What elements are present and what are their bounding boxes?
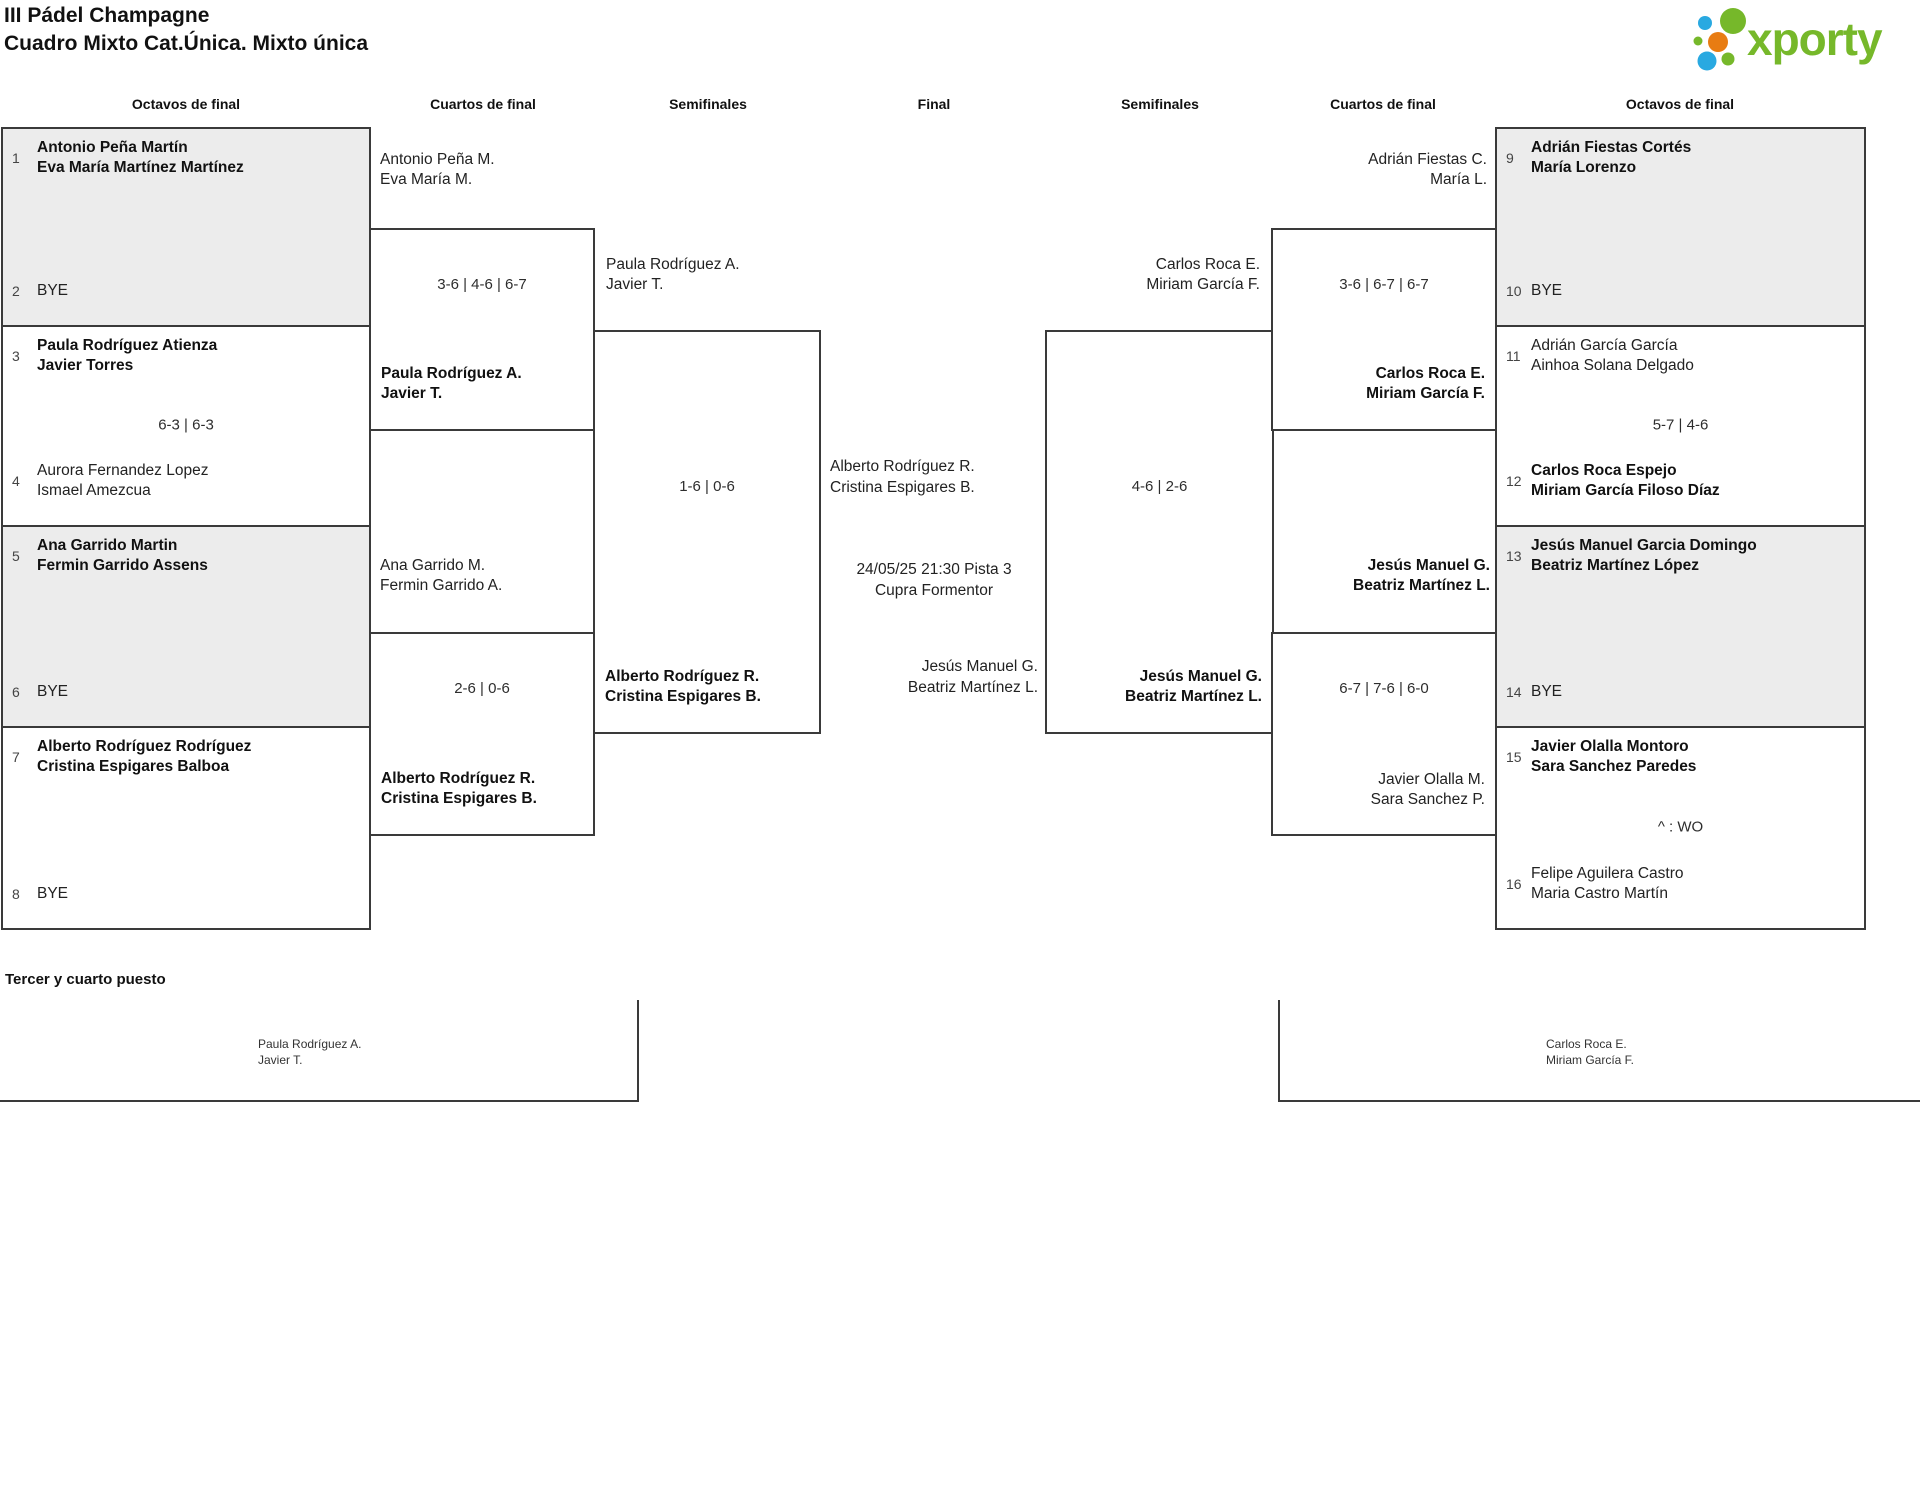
seed-number: 3: [12, 348, 20, 364]
third-place-bracket-line: [0, 1100, 639, 1102]
third-place-entrant-right: Carlos Roca E.Miriam García F.: [1546, 1037, 1635, 1067]
third-place-bracket-line: [1278, 1100, 1920, 1102]
match-box-semifinal-right: 4-6 | 2-6 Jesús Manuel G.Beatriz Martíne…: [1045, 330, 1274, 734]
match-score: 6-7 | 7-6 | 6-0: [1339, 680, 1429, 697]
xporty-logo[interactable]: xporty: [1690, 4, 1914, 71]
third-place-heading: Tercer y cuarto puesto: [5, 971, 166, 988]
match-box-cuartos-left-bottom: 2-6 | 0-6 Alberto Rodríguez R.Cristina E…: [369, 632, 595, 836]
final-team-1: Alberto Rodríguez R.Cristina Espigares B…: [830, 458, 975, 496]
round-header-final: Final: [917, 96, 951, 112]
round-header-octavos-left: Octavos de final: [131, 96, 241, 112]
match-score: 2-6 | 0-6: [454, 680, 510, 697]
quarterfinal-entrant: Jesús Manuel G.Beatriz Martínez L.: [1353, 557, 1490, 594]
seed-number: 9: [1506, 150, 1514, 166]
team-name: BYE: [37, 282, 69, 299]
semifinal-entrant: Paula Rodríguez A.Javier T.: [606, 256, 740, 293]
seed-number: 15: [1506, 749, 1522, 765]
xporty-logo-text: xporty: [1747, 13, 1883, 65]
match-score: 4-6 | 2-6: [1131, 478, 1188, 495]
match-score: ^ : WO: [1657, 818, 1704, 836]
seed-number: 7: [12, 749, 20, 765]
match-box-cuartos-left-top: 3-6 | 4-6 | 6-7 Paula Rodríguez A.Javier…: [369, 228, 595, 431]
round-header-cuartos-right: Cuartos de final: [1330, 96, 1436, 112]
seed-number: 8: [12, 886, 20, 902]
round-header-octavos-right: Octavos de final: [1625, 96, 1735, 112]
match-winner: Alberto Rodríguez R.Cristina Espigares B…: [381, 770, 537, 807]
match-score: 1-6 | 0-6: [679, 478, 735, 495]
seed-number: 16: [1506, 876, 1522, 892]
final-team-2: Jesús Manuel G.Beatriz Martínez L.: [907, 658, 1038, 696]
match-winner: Carlos Roca E.Miriam García F.: [1366, 365, 1485, 402]
team-name: BYE: [1531, 282, 1563, 299]
seed-number: 13: [1506, 548, 1522, 564]
round-header-cuartos-left: Cuartos de final: [430, 96, 536, 112]
quarterfinal-entrant: Antonio Peña M.Eva María M.: [380, 151, 495, 188]
match-winner: Paula Rodríguez A.Javier T.: [381, 365, 522, 402]
xporty-dots-icon: [1690, 4, 1746, 77]
third-place-bracket-line: [637, 1000, 639, 1102]
team-name: BYE: [37, 885, 69, 902]
match-score: 5-7 | 4-6: [1652, 416, 1709, 434]
match-score: 6-3 | 6-3: [158, 416, 214, 434]
match-winner: Alberto Rodríguez R.Cristina Espigares B…: [605, 668, 761, 705]
match-winner: Jesús Manuel G.Beatriz Martínez L.: [1125, 668, 1262, 705]
seed-number: 14: [1506, 684, 1522, 700]
match-loser: Javier Olalla M.Sara Sanchez P.: [1370, 771, 1485, 808]
quarterfinal-entrant: Adrián Fiestas C.María L.: [1368, 151, 1487, 188]
match-box-cuartos-right-top: 3-6 | 6-7 | 6-7 Carlos Roca E.Miriam Gar…: [1271, 228, 1497, 431]
seed-number: 11: [1506, 348, 1521, 364]
third-place-entrant-left: Paula Rodríguez A.Javier T.: [258, 1037, 362, 1067]
team-name: BYE: [1531, 683, 1563, 700]
third-place-bracket-line: [1278, 1000, 1280, 1102]
match-score: 3-6 | 6-7 | 6-7: [1339, 276, 1429, 293]
round-header-semis-right: Semifinales: [1121, 96, 1199, 112]
seed-number: 12: [1506, 473, 1522, 489]
match-score: 3-6 | 4-6 | 6-7: [437, 276, 527, 293]
page-subtitle: Cuadro Mixto Cat.Única. Mixto única: [4, 32, 369, 55]
seed-number: 4: [12, 473, 20, 489]
seed-number: 10: [1506, 283, 1522, 299]
seed-number: 5: [12, 548, 20, 564]
semifinal-entrant: Carlos Roca E.Miriam García F.: [1146, 256, 1260, 293]
quarterfinal-entrant: Ana Garrido M.Fermin Garrido A.: [380, 557, 503, 594]
seed-number: 1: [12, 150, 20, 166]
round-header-semis-left: Semifinales: [669, 96, 747, 112]
match-box-semifinal-left: 1-6 | 0-6 Alberto Rodríguez R.Cristina E…: [593, 330, 821, 734]
team-name: BYE: [37, 683, 69, 700]
match-box-cuartos-right-bottom: 6-7 | 7-6 | 6-0 Javier Olalla M.Sara San…: [1271, 632, 1497, 836]
page-title: III Pádel Champagne: [4, 4, 210, 27]
seed-number: 6: [12, 684, 20, 700]
seed-number: 2: [12, 283, 20, 299]
